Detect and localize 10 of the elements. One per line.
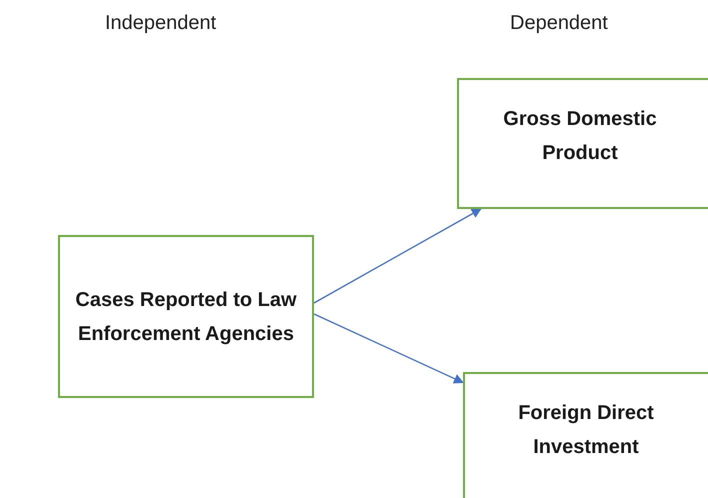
process-box bbox=[58, 235, 314, 398]
process-box bbox=[463, 372, 708, 498]
box-label: Gross Domestic Product bbox=[502, 107, 658, 166]
column-heading: Dependent bbox=[510, 12, 608, 35]
arrow bbox=[314, 208, 482, 304]
process-box bbox=[457, 78, 708, 209]
arrow bbox=[314, 313, 464, 384]
column-heading: Independent bbox=[105, 12, 216, 35]
box-label: Cases Reported to Law Enforcement Agencies bbox=[74, 288, 298, 346]
box-label: Foreign Direct Investment bbox=[517, 401, 655, 460]
